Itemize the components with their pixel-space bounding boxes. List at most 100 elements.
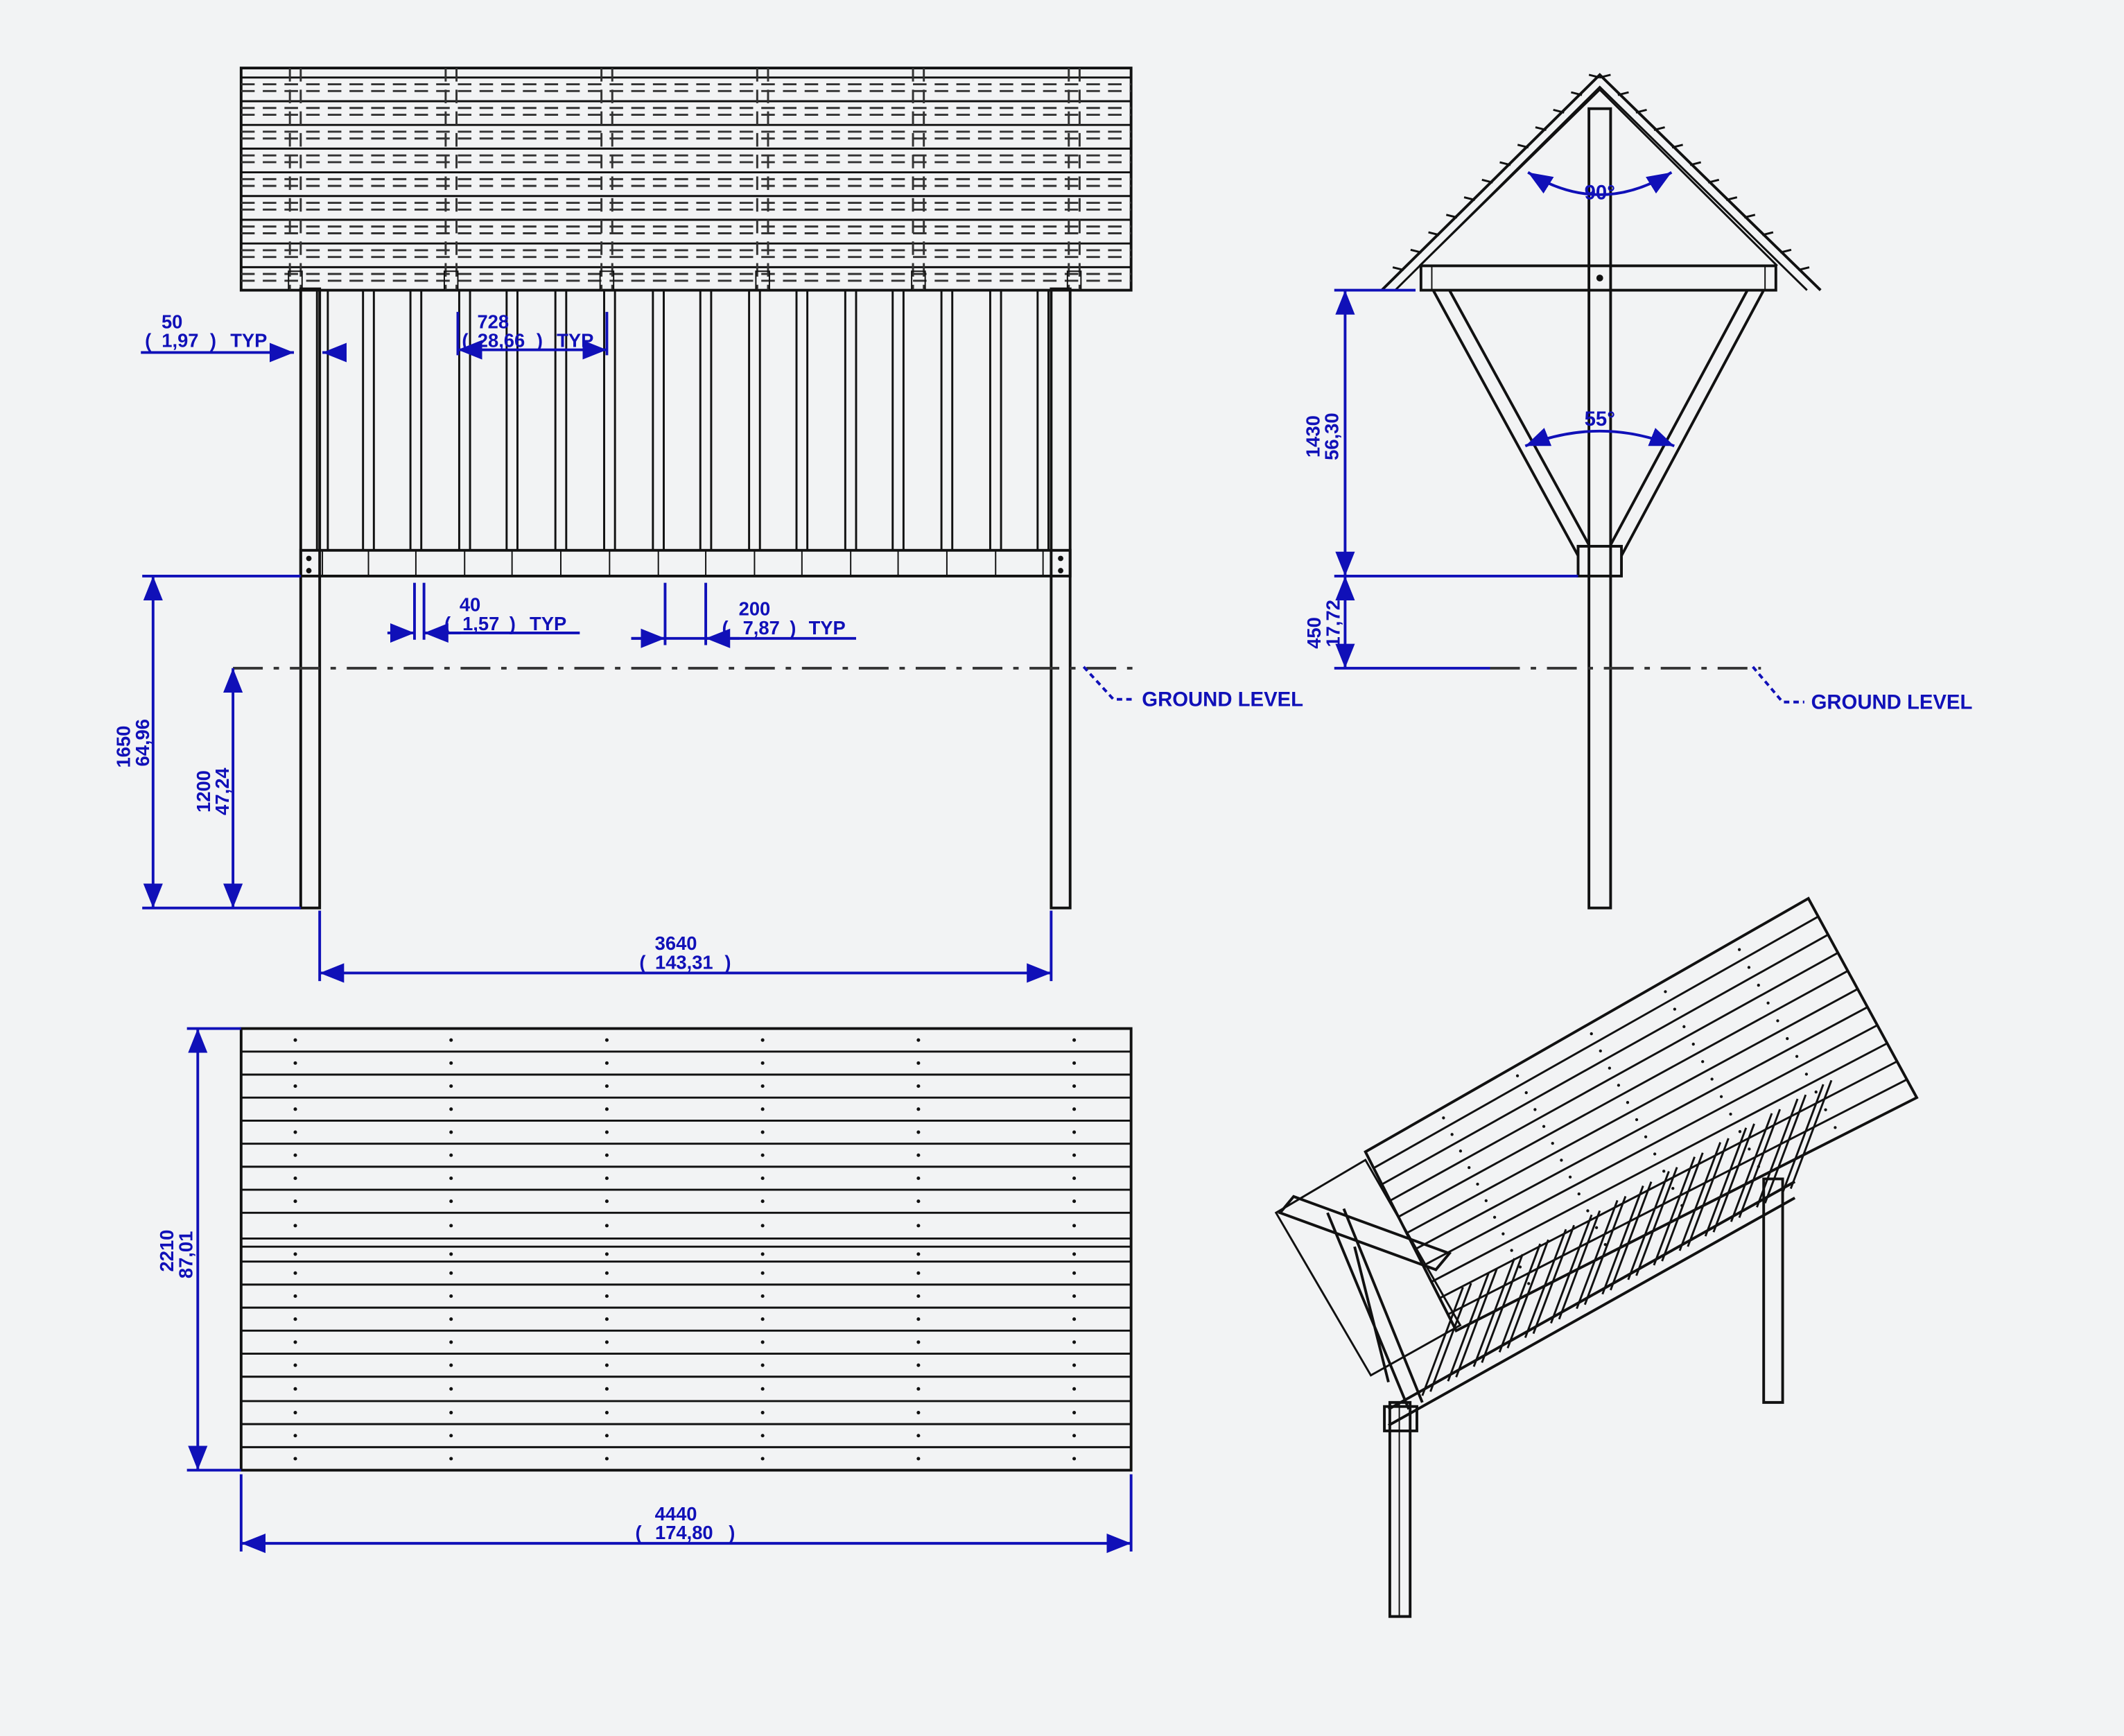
top-nail [604,1153,609,1157]
dim-50-typ: TYP [230,330,267,351]
top-nail [1072,1387,1077,1391]
top-nail [916,1411,921,1415]
top-nail [916,1130,921,1134]
iso-roof-boards [1373,915,1908,1316]
top-nail [293,1387,297,1391]
top-nail [916,1434,921,1438]
top-nail [604,1084,609,1088]
iso-slat [1704,1127,1748,1237]
top-nail [916,1199,921,1204]
top-nail [604,1271,609,1275]
top-nail [604,1130,609,1134]
iso-roof-nail [1626,1101,1630,1104]
iso-roof-nail [1664,990,1667,993]
front-slat [795,289,809,552]
top-nail [1072,1107,1077,1111]
iso-roof-nail [1644,1135,1648,1138]
top-nail [293,1224,297,1228]
side-roof-shingles [1392,73,1810,271]
iso-slat [1429,1283,1472,1392]
iso-roof-board-edge [1398,970,1849,1218]
top-nail [760,1153,765,1157]
top-nail [449,1176,453,1181]
svg-text:): ) [537,330,543,351]
top-nail [916,1084,921,1088]
iso-slat [1738,1109,1782,1218]
top-nail [293,1294,297,1299]
iso-roof-nail [1510,1249,1513,1252]
top-nail [449,1363,453,1367]
top-nail [449,1317,453,1321]
iso-roof-nail [1747,966,1751,969]
top-nail [604,1363,609,1367]
top-nail [760,1224,765,1228]
iso-roof-nail [1786,1036,1789,1041]
iso-slat [1550,1214,1593,1324]
iso-roof-nail [1737,948,1741,951]
dim-4440-mm: 4440 [655,1503,697,1525]
dim-3640-mm: 3640 [655,932,697,954]
front-slats [315,289,1050,576]
iso-roof-nail [1673,1007,1677,1011]
iso-roof-nail [1586,1209,1590,1213]
iso-roof-nail [1766,1001,1770,1005]
top-nail [1072,1363,1077,1367]
top-nail [449,1084,453,1088]
top-nail [916,1176,921,1181]
dim-50-in: 1,97 [162,330,198,351]
dim-40-in: 1,57 [462,613,499,634]
right-rack-arm [1609,289,1765,557]
svg-text:(: ( [145,330,152,351]
top-nail [916,1457,921,1461]
dim-200-in: 7,87 [743,617,780,639]
dim-40-typ: TYP [530,613,566,634]
iso-roof-nail [1653,1152,1657,1156]
iso-roof-nail [1729,1112,1732,1116]
iso-roof-nail [1795,1054,1799,1058]
iso-slat [1730,1113,1773,1222]
iso-roof-nail [1492,1215,1497,1219]
top-dimensions: 2210 87,01 4440 ( 174,80 ) [156,1027,1133,1554]
iso-slat [1532,1224,1576,1335]
dim-200-typ: TYP [809,617,846,639]
iso-slat [1576,1199,1619,1310]
iso-left-roof [1274,1158,1462,1377]
top-nail [449,1107,453,1111]
top-nail [1072,1224,1077,1228]
top-nail [604,1038,609,1042]
isometric-view [1274,896,1919,1618]
bolt [1058,555,1063,562]
top-nail [1072,1411,1077,1415]
top-view: 2210 87,01 4440 ( 174,80 ) [156,1027,1133,1554]
top-nail [449,1061,453,1065]
top-nail [449,1434,453,1438]
dim-1430-mm: 1430 [1302,415,1323,458]
top-nail [449,1271,453,1275]
top-nail [760,1176,765,1181]
iso-roof-nail [1757,983,1760,987]
top-outline [239,1027,1133,1472]
top-nail [1072,1294,1077,1299]
dim-728-mm: 728 [477,311,509,332]
top-nail [760,1199,765,1204]
top-nail [449,1457,453,1461]
top-nail [293,1130,297,1134]
iso-roof-nail [1804,1073,1809,1076]
iso-roof-nail [1524,1091,1528,1095]
top-nail [604,1199,609,1204]
iso-slat [1447,1272,1490,1382]
top-nail [604,1061,609,1065]
svg-text:): ) [510,613,516,634]
iso-roof-nail [1834,1126,1837,1129]
iso-roof-nail [1748,1147,1751,1151]
top-nail [449,1411,453,1415]
top-nail [760,1317,765,1321]
iso-rack-joint [1383,1405,1418,1432]
top-nail [449,1038,453,1042]
top-nail [916,1107,921,1111]
iso-slat [1610,1181,1653,1291]
top-nail [760,1061,765,1065]
top-nail [1072,1176,1077,1181]
dim-4440-in: 174,80 [655,1522,713,1543]
